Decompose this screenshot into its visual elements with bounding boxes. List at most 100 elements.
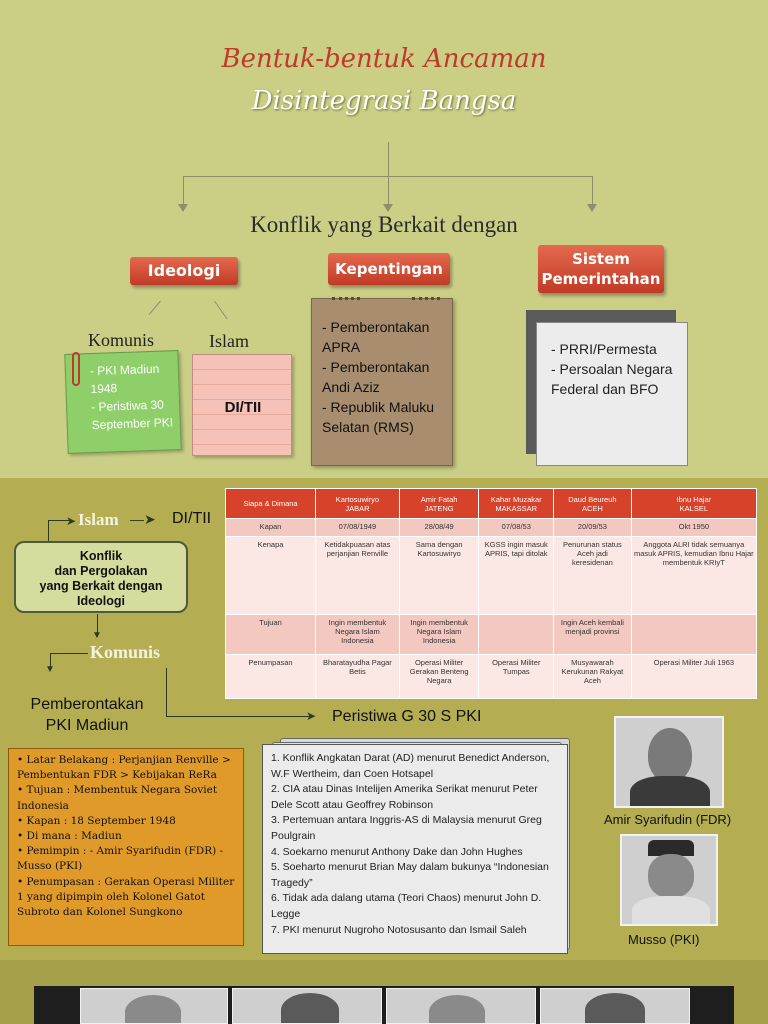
table-cell: Ingin membentuk Negara Islam Indonesia [399,615,479,655]
table-cell [479,615,554,655]
sistem-line2: Pemerintahan [538,269,664,289]
konflik-line: Konflik [16,549,186,564]
g30s-label: Peristiwa G 30 S PKI [332,708,481,726]
connector-line [388,142,389,176]
theory-item: 5. Soeharto menurut Brian May dalam buku… [271,860,559,891]
table-header: Amir Fatah JATENG [399,489,479,519]
pki-madiun-label: Pemberontakan PKI Madiun [22,694,152,736]
title-line2: Disintegrasi Bangsa [0,86,768,116]
paperclip-icon [72,352,80,386]
arrow-down-icon: ▼ [92,630,102,641]
sistem-item: - PRRI/Permesta [551,339,679,359]
g30s-theories-box: 1. Konflik Angkatan Darat (AD) menurut B… [262,744,568,954]
musso-photo [620,834,718,926]
info-item: • Latar Belakang : Perjanjian Renville >… [17,753,235,783]
konflik-ideologi-box: Konflik dan Pergolakan yang Berkait deng… [14,541,188,613]
sistem-item: - Persoalan Negara Federal dan BFO [551,359,679,399]
table-cell: Sama dengan Kartosuwiryo [399,537,479,615]
table-cell: Okt 1950 [631,519,756,537]
flow-line [166,668,167,716]
table-row: Kapan 07/08/1949 28/08/49 07/08/53 20/09… [226,519,757,537]
islam-label: Islam [209,331,249,352]
pki-madiun-line: PKI Madiun [22,715,152,736]
table-header: Daud Beureuh ACEH [554,489,632,519]
tape-icon [412,297,440,305]
table-cell: Ingin Aceh kembali menjadi provinsi [554,615,632,655]
title-line1: Bentuk-bentuk Ancaman [0,44,768,74]
table-row: Kenapa Ketidakpuasan atas perjanjian Ren… [226,537,757,615]
theory-item: 3. Pertemuan antara Inggris-AS di Malays… [271,813,559,844]
info-item: • Pemimpin : - Amir Syarifudin (FDR) - M… [17,844,235,874]
table-header-row: Siapa & Dimana Kartosuwiryo JABAR Amir F… [226,489,757,519]
connector-line [592,176,593,206]
flow-line [166,716,312,717]
kepentingan-item: - Pemberontakan APRA [322,317,446,357]
ditii-table: Siapa & Dimana Kartosuwiryo JABAR Amir F… [225,488,757,699]
sistem-pemerintahan-button[interactable]: Sistem Pemerintahan [538,245,664,293]
arrow-right-icon: —➤ [130,511,156,528]
table-cell: Penurunan status Aceh jadi keresidenan [554,537,632,615]
table-cell: Operasi Militer Tumpas [479,655,554,699]
arrow-down-icon: ▼ [45,664,55,675]
table-row: Tujuan Ingin membentuk Negara Islam Indo… [226,615,757,655]
table-cell: Penumpasan [226,655,316,699]
strip-photo [232,988,382,1024]
table-cell: Tujuan [226,615,316,655]
konflik-line: Ideologi [16,594,186,609]
ideologi-button[interactable]: Ideologi [130,257,238,285]
connector-line [183,176,184,206]
strip-photo [540,988,690,1024]
arrow-right-icon: ➤ [306,709,316,723]
arrow-icon [178,204,188,212]
subtitle: Konflik yang Berkait dengan [0,212,768,238]
sistem-note: - PRRI/Permesta - Persoalan Negara Feder… [536,322,688,466]
table-cell: Anggota ALRI tidak semuanya masuk APRIS,… [631,537,756,615]
strip-photo [80,988,228,1024]
amir-caption: Amir Syarifudin (FDR) [604,812,731,827]
theory-item: 6. Tidak ada dalang utama (Teori Chaos) … [271,891,559,922]
table-cell: KGSS ingin masuk APRIS, tapi ditolak [479,537,554,615]
info-item: • Di mana : Madiun [17,829,235,844]
table-row: Penumpasan Bharatayudha Pagar Betis Oper… [226,655,757,699]
table-cell: 28/08/49 [399,519,479,537]
table-cell: Ingin membentuk Negara Islam Indonesia [316,615,400,655]
connector-line [388,176,389,206]
kepentingan-button[interactable]: Kepentingan [328,253,450,285]
table-header: Siapa & Dimana [226,489,316,519]
amir-syarifudin-photo [614,716,724,808]
table-cell [631,615,756,655]
konflik-line: yang Berkait dengan [16,579,186,594]
sistem-line1: Sistem [538,249,664,269]
konflik-line: dan Pergolakan [16,564,186,579]
theory-item: 4. Soekarno menurut Anthony Dake dan Joh… [271,845,559,861]
table-cell: Bharatayudha Pagar Betis [316,655,400,699]
theory-item: 1. Konflik Angkatan Darat (AD) menurut B… [271,751,559,782]
islam-note: DI/TII [192,354,292,456]
table-header: Ibnu Hajar KALSEL [631,489,756,519]
table-cell: Kenapa [226,537,316,615]
musso-caption: Musso (PKI) [628,932,700,947]
flow-islam: Islam [78,510,119,530]
komunis-item: - Peristiwa 30 September PKI [91,395,174,434]
table-cell: 07/08/53 [479,519,554,537]
flow-komunis: Komunis [90,642,160,663]
flow-line [50,653,88,654]
table-cell: Operasi Militer Juli 1963 [631,655,756,699]
info-item: • Penumpasan : Gerakan Operasi Militer 1… [17,875,235,921]
madiun-info-box: • Latar Belakang : Perjanjian Renville >… [8,748,244,946]
pki-madiun-line: Pemberontakan [22,694,152,715]
komunis-label: Komunis [88,330,154,351]
flow-line [48,520,49,542]
kepentingan-item: - Pemberontakan Andi Aziz [322,357,446,397]
theory-item: 7. PKI menurut Nugroho Notosusanto dan I… [271,923,559,939]
theory-item: 2. CIA atau Dinas Intelijen Amerika Seri… [271,782,559,813]
arrow-icon [587,204,597,212]
islam-item: DI/TII [193,399,293,416]
table-cell: Ketidakpuasan atas perjanjian Renville [316,537,400,615]
table-header: Kahar Muzakar MAKASSAR [479,489,554,519]
kepentingan-note: - Pemberontakan APRA - Pemberontakan And… [311,298,453,466]
komunis-item: - PKI Madiun 1948 [90,359,173,398]
tape-icon [332,297,360,305]
table-header: Kartosuwiryo JABAR [316,489,400,519]
table-cell: 20/09/53 [554,519,632,537]
